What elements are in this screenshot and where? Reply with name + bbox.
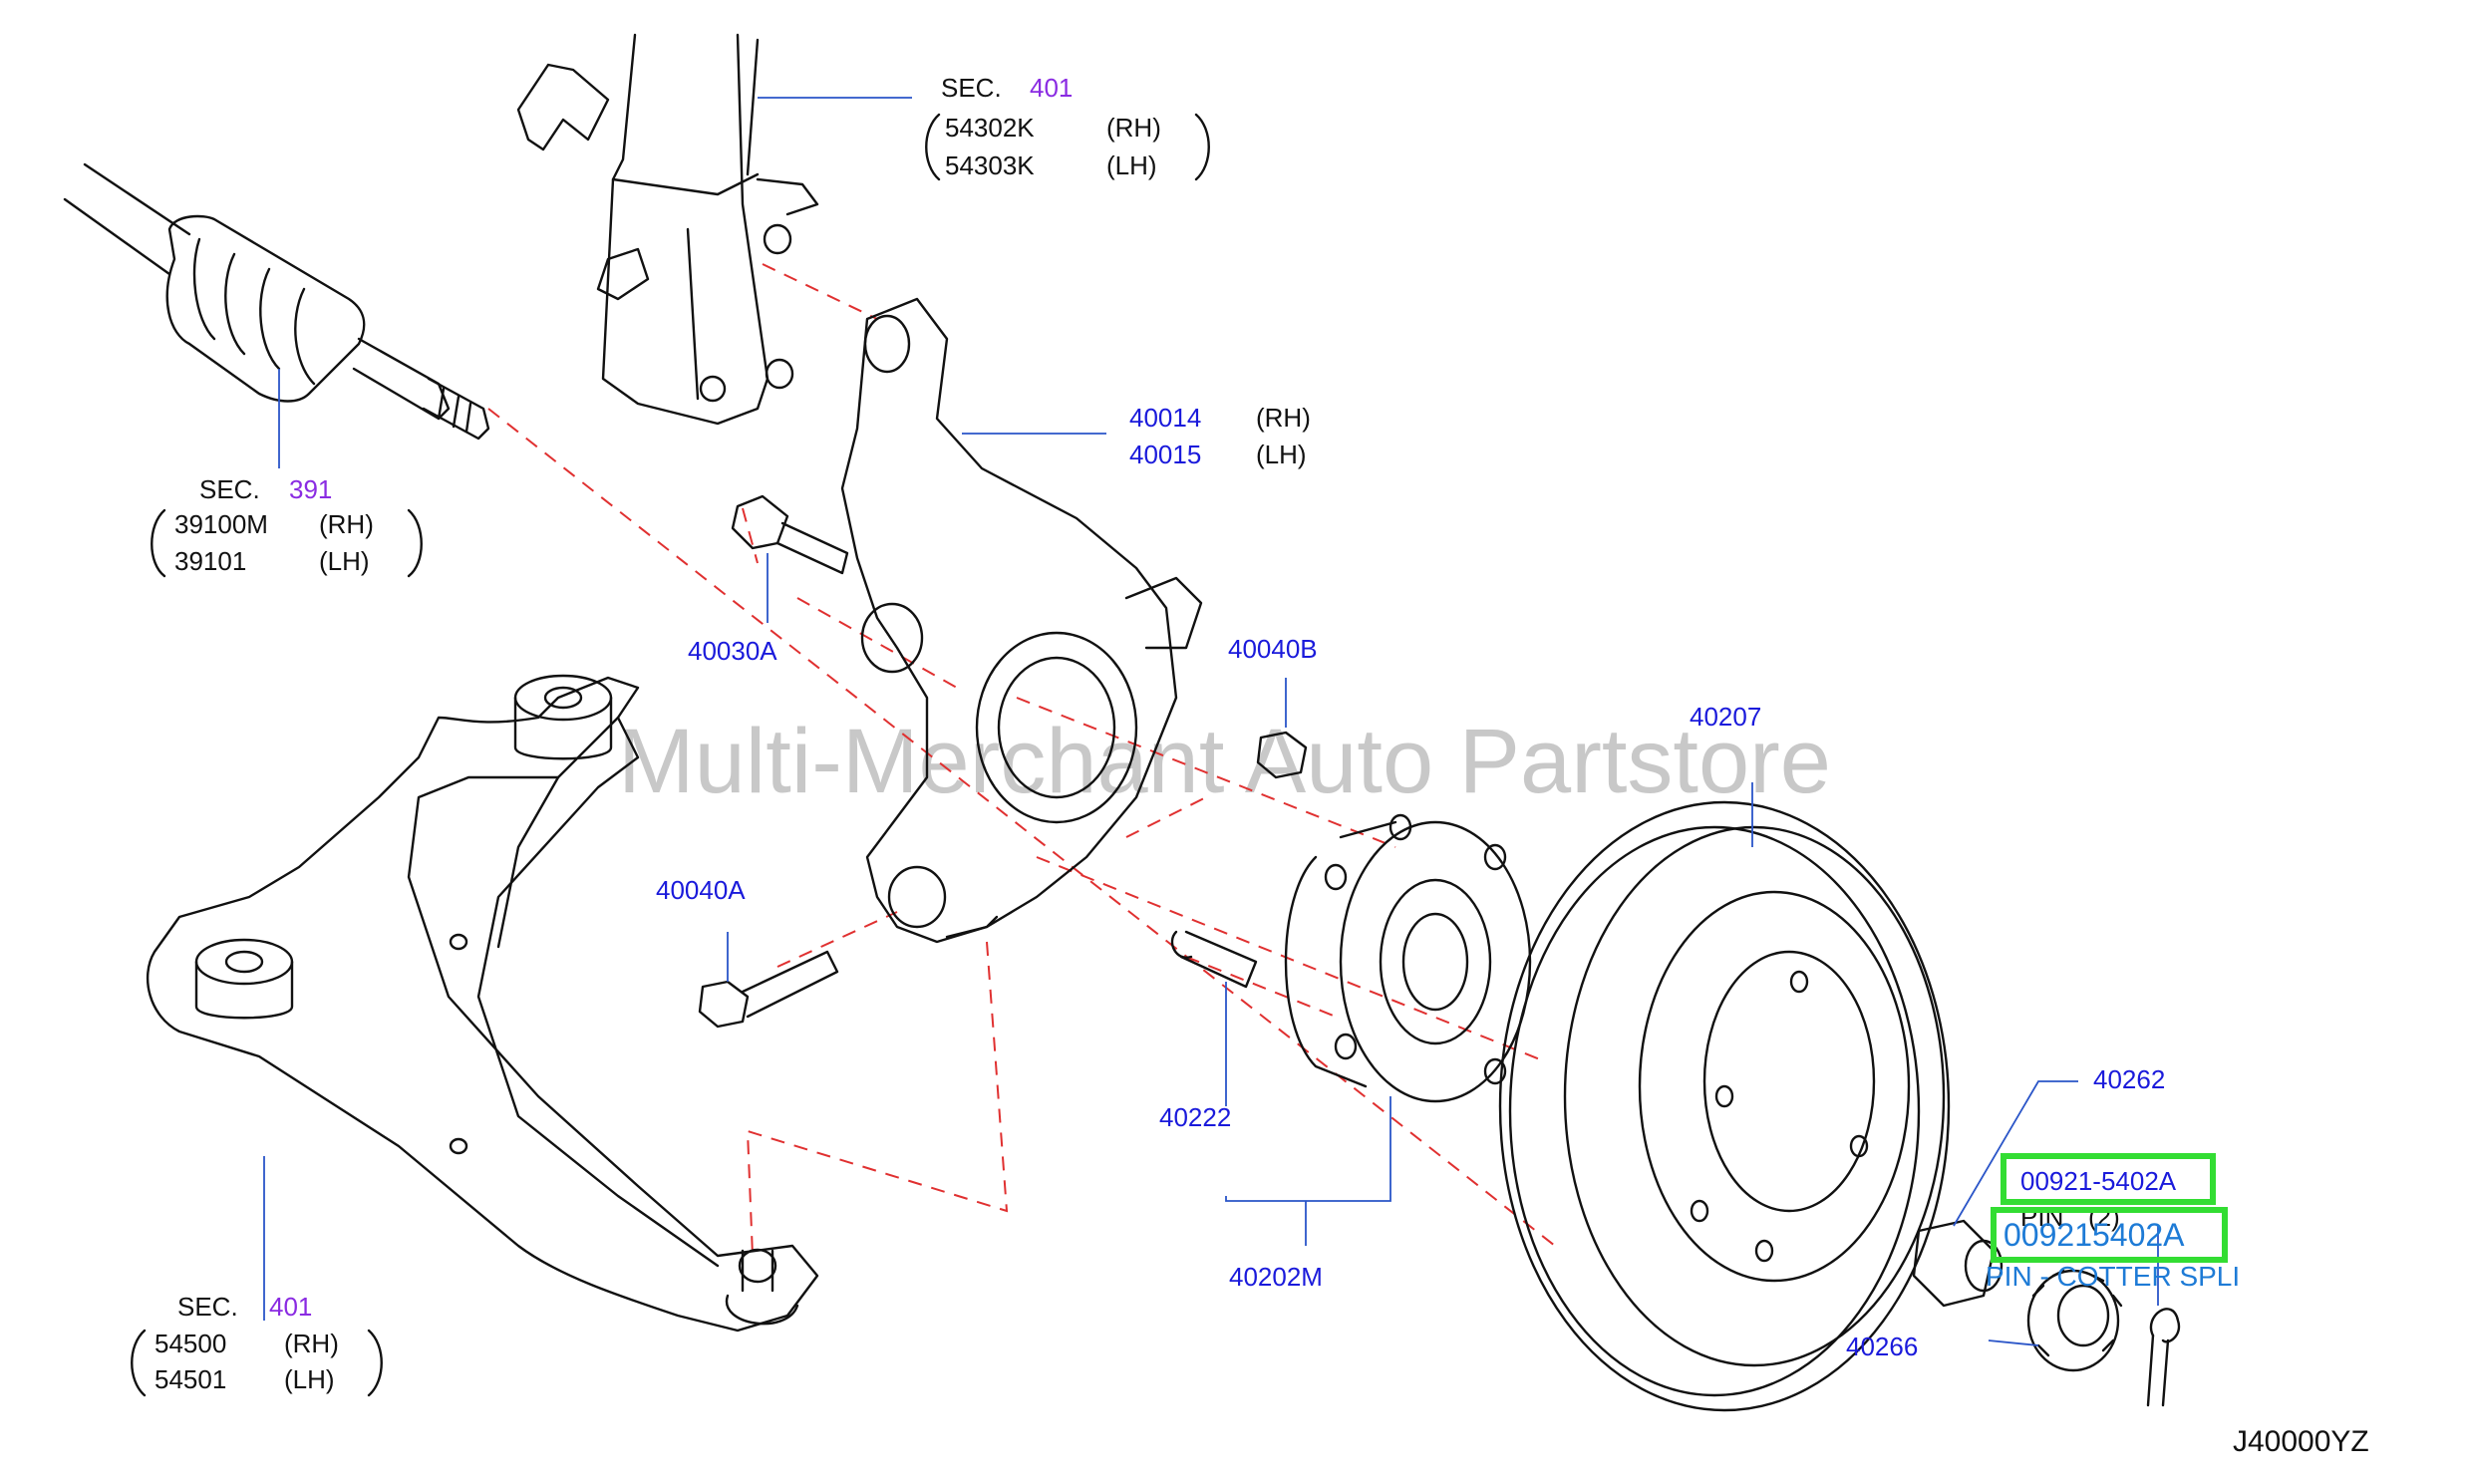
lower-arm-sec-label: SEC. — [177, 1292, 238, 1322]
cotter-pin-label-block: 00921-5402A PIN (2) 009215402A PIN - COT… — [1986, 1153, 2240, 1292]
lower-arm-rh-part: 54500 — [154, 1329, 226, 1358]
cotter-pin-link-part-no[interactable]: 009215402A — [2003, 1217, 2185, 1253]
hub-nut-40262 — [1912, 1219, 2003, 1308]
driveshaft-lh-part: 39101 — [174, 546, 246, 576]
lower-arm-lh-part: 54501 — [154, 1364, 226, 1394]
strut-rh-part: 54302K — [945, 113, 1035, 143]
part-link-40040b[interactable]: 40040B — [1228, 634, 1318, 664]
part-link-40262[interactable]: 40262 — [2093, 1064, 2165, 1094]
lower-arm-sec-link[interactable]: 401 — [269, 1292, 312, 1322]
knuckle-lh-side: (LH) — [1256, 440, 1307, 469]
driveshaft-sec-link[interactable]: 391 — [289, 474, 332, 504]
driveshaft-sec-label: SEC. — [199, 474, 260, 504]
driveshaft-rh-side: (RH) — [319, 509, 374, 539]
strut-lh-part: 54303K — [945, 150, 1035, 180]
wheel-stud-40222 — [1170, 930, 1258, 989]
part-link-40222[interactable]: 40222 — [1159, 1102, 1231, 1132]
brake-rotor — [1498, 800, 1951, 1412]
assembly-axes — [487, 263, 1556, 1257]
hub-bearing-assembly — [1284, 813, 1532, 1103]
nut-40040b — [1256, 731, 1308, 779]
knuckle-rh-part-link[interactable]: 40014 — [1129, 403, 1201, 433]
strut-label-block: SEC. 401 54302K (RH) 54303K (LH) — [925, 73, 1210, 181]
highlight-box-part-no — [2001, 1153, 2216, 1205]
bolt-40040a — [698, 950, 839, 1029]
diagram-code: J40000YZ — [2233, 1425, 2369, 1458]
driveshaft-lh-side: (LH) — [319, 546, 370, 576]
leader-lines — [263, 97, 2159, 1346]
knuckle-rh-side: (RH) — [1256, 403, 1311, 433]
cotter-pin-link-name[interactable]: PIN - COTTER SPLI — [1986, 1261, 2240, 1292]
knuckle-lh-part-link[interactable]: 40015 — [1129, 440, 1201, 469]
lower-arm-lh-side: (LH) — [284, 1364, 335, 1394]
cotter-pin-part-link[interactable]: 00921-5402A — [2020, 1166, 2177, 1196]
cotter-pin — [2146, 1308, 2181, 1407]
strut-sec-link[interactable]: 401 — [1030, 73, 1073, 103]
strut-rh-side: (RH) — [1106, 113, 1161, 143]
strut-lh-side: (LH) — [1106, 150, 1157, 180]
part-link-40266[interactable]: 40266 — [1846, 1332, 1918, 1361]
driveshaft-rh-part: 39100M — [174, 509, 268, 539]
part-link-40040a[interactable]: 40040A — [656, 875, 746, 905]
highlight-box-link — [1991, 1207, 2228, 1263]
part-link-40202m[interactable]: 40202M — [1229, 1262, 1323, 1292]
watermark-text: Multi-Merchant Auto Partstore — [618, 711, 1831, 812]
lower-control-arm — [147, 674, 819, 1333]
nut-cap-40266 — [2026, 1269, 2123, 1372]
strut-assembly — [516, 33, 819, 426]
driveshaft-label-block: SEC. 391 39100M (RH) 39101 (LH) — [151, 474, 423, 578]
steering-knuckle — [840, 297, 1203, 944]
part-link-40030a[interactable]: 40030A — [688, 636, 777, 666]
drive-shaft — [63, 162, 490, 441]
part-link-40207[interactable]: 40207 — [1690, 702, 1761, 732]
knuckle-label-block: 40014 (RH) 40015 (LH) — [1129, 403, 1311, 469]
lower-arm-label-block: SEC. 401 54500 (RH) 54501 (LH) — [131, 1292, 383, 1397]
part-number-links: 40030A 40040B 40040A 40207 40222 40202M … — [656, 634, 2165, 1361]
strut-sec-label: SEC. — [941, 73, 1002, 103]
bolt-40030a — [731, 494, 849, 575]
lower-arm-rh-side: (RH) — [284, 1329, 339, 1358]
